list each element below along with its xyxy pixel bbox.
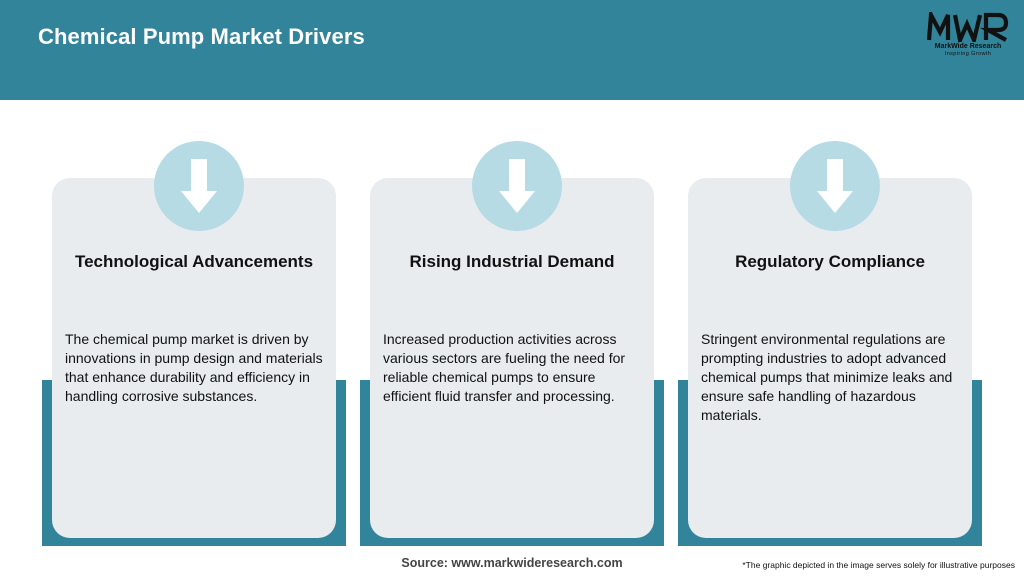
card-panel: Technological Advancements The chemical … <box>52 141 336 538</box>
driver-card-technological-advancements: Technological Advancements The chemical … <box>42 141 346 546</box>
card-heading: Technological Advancements <box>74 252 314 271</box>
page-title: Chemical Pump Market Drivers <box>38 24 365 49</box>
logo-tagline: Inspiring Growth <box>944 51 992 57</box>
brand-logo[interactable]: MarkWide Research Inspiring Growth <box>922 10 1014 57</box>
down-arrow-icon <box>817 159 853 213</box>
card-description: Increased production activities across v… <box>383 331 626 404</box>
card-description: The chemical pump market is driven by in… <box>65 331 323 404</box>
logo-name: MarkWide Research <box>934 43 1002 50</box>
driver-card-regulatory-compliance: Regulatory Compliance Stringent environm… <box>678 141 982 546</box>
card-description: Stringent environmental regulations are … <box>701 331 953 423</box>
header-banner: Chemical Pump Market Drivers MarkWide Re… <box>0 0 1024 100</box>
arrow-circle <box>790 141 880 231</box>
card-panel: Regulatory Compliance Stringent environm… <box>688 141 972 538</box>
down-arrow-icon <box>499 159 535 213</box>
logo-mark-icon <box>926 12 1009 42</box>
card-panel: Rising Industrial Demand Increased produ… <box>370 141 654 538</box>
down-arrow-icon <box>181 159 217 213</box>
card-heading: Regulatory Compliance <box>735 252 925 271</box>
driver-card-rising-industrial-demand: Rising Industrial Demand Increased produ… <box>360 141 664 546</box>
disclaimer-note: *The graphic depicted in the image serve… <box>742 560 1015 570</box>
source-link[interactable]: Source: www.markwideresearch.com <box>401 556 623 570</box>
arrow-circle <box>154 141 244 231</box>
card-heading: Rising Industrial Demand <box>409 252 615 271</box>
arrow-circle <box>472 141 562 231</box>
